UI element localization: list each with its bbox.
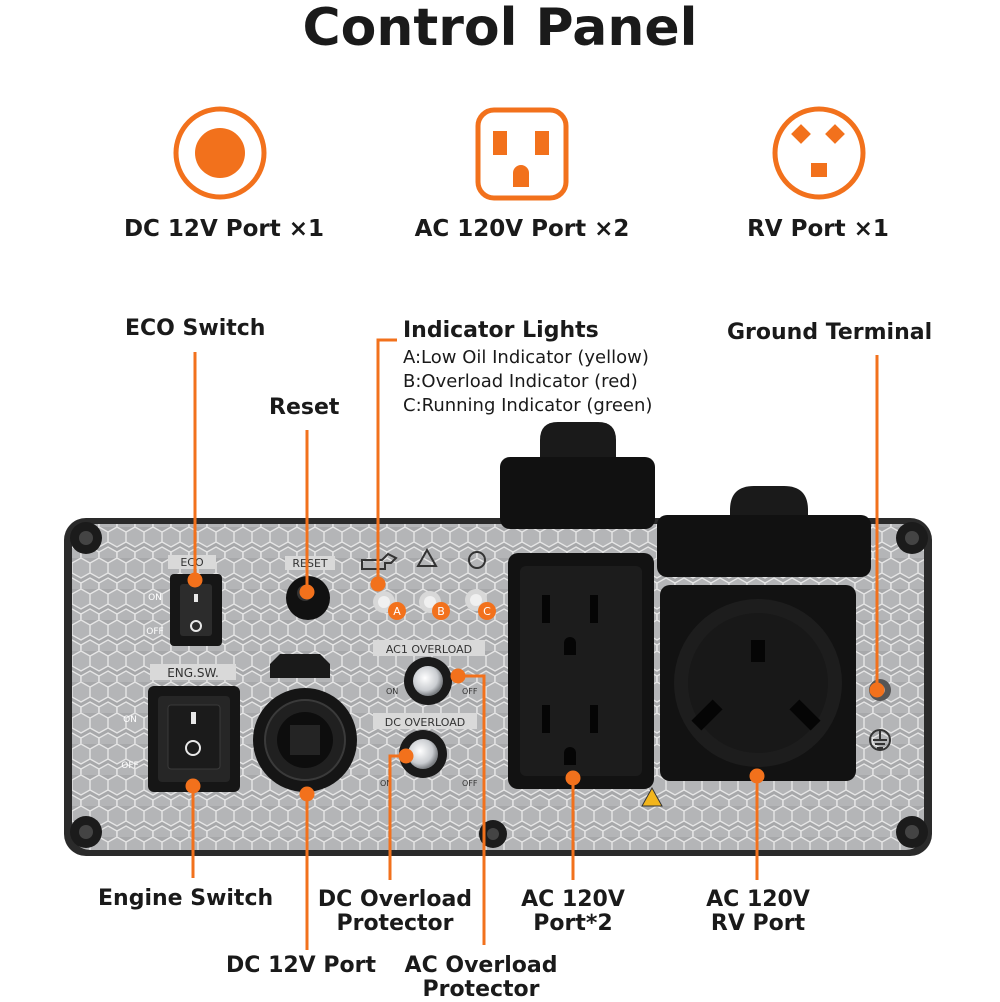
svg-text:ON: ON: [386, 687, 398, 696]
page-title: Control Panel: [302, 0, 698, 58]
eng-panel-label: ENG.SW.: [167, 666, 219, 680]
svg-text:OFF: OFF: [462, 779, 478, 788]
ground-terminal-label: Ground Terminal: [727, 320, 933, 345]
reset-label: Reset: [269, 395, 340, 420]
svg-text:OFF: OFF: [462, 687, 478, 696]
engine-switch-label: Engine Switch: [98, 886, 274, 911]
svg-text:ON: ON: [148, 593, 162, 603]
rv-port-icon: [772, 106, 866, 200]
svg-text:C: C: [483, 605, 491, 618]
indicator-c-text: C:Running Indicator (green): [403, 395, 653, 416]
ac-outlet-icon: [475, 107, 569, 201]
eco-switch-label: ECO Switch: [125, 316, 266, 341]
svg-text:OFF: OFF: [146, 627, 163, 637]
rv-port-label: RV Port ×1: [747, 216, 889, 242]
ac-port-label: AC 120V Port ×2: [414, 216, 630, 242]
indicator-a-text: A:Low Oil Indicator (yellow): [403, 347, 649, 368]
indicator-lights-title: Indicator Lights: [403, 318, 599, 343]
dc-12v-port-label: DC 12V Port: [226, 953, 376, 978]
svg-text:B: B: [437, 605, 445, 618]
ac1-overload-panel-label: AC1 OVERLOAD: [386, 643, 472, 656]
dc-port-icon: [173, 106, 267, 200]
svg-text:ON: ON: [123, 715, 137, 725]
indicator-b-text: B:Overload Indicator (red): [403, 371, 638, 392]
reset-panel-label: RESET: [292, 557, 328, 570]
dc-port-label: DC 12V Port ×1: [123, 216, 325, 242]
svg-text:ON: ON: [380, 779, 392, 788]
dc-overload-panel-label: DC OVERLOAD: [385, 716, 465, 729]
svg-text:OFF: OFF: [121, 761, 138, 771]
eco-panel-label: ECO: [180, 556, 204, 569]
svg-text:A: A: [393, 605, 401, 618]
